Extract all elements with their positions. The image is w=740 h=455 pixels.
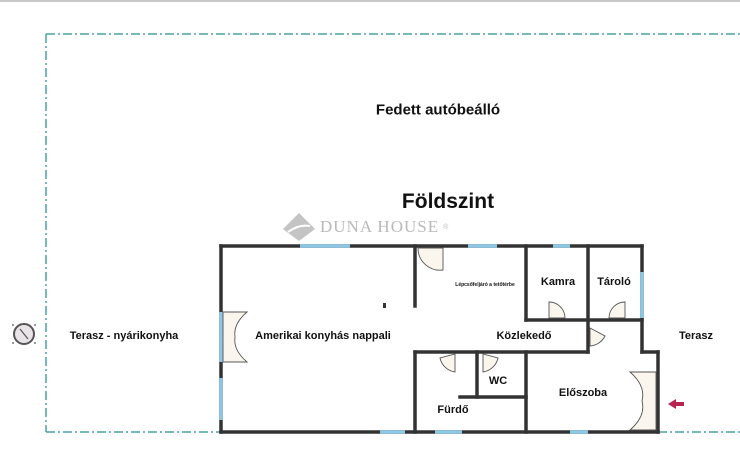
top-border	[0, 0, 740, 2]
label-terrace-left: Terasz - nyárikonyha	[69, 330, 179, 342]
label-living: Amerikai konyhás nappali	[255, 330, 391, 342]
label-stairs: Lépcsőfeljáró a tetőtérbe	[455, 282, 515, 288]
watermark: DUNA HOUSE ®	[282, 212, 448, 242]
label-storage: Tároló	[597, 276, 631, 288]
page-title: Földszint	[401, 190, 495, 213]
label-entrance-hall: Előszoba	[558, 387, 608, 399]
compass-icon	[12, 323, 36, 345]
entrance-arrow-icon	[668, 399, 684, 409]
label-pantry: Kamra	[540, 276, 576, 288]
label-bathroom: Fürdő	[437, 404, 469, 416]
doors	[222, 247, 657, 431]
label-terrace-right: Terasz	[678, 330, 714, 342]
watermark-text: DUNA HOUSE	[320, 217, 440, 236]
watermark-mark: ®	[443, 223, 449, 231]
label-carport: Fedett autóbeálló	[375, 101, 501, 119]
property-boundary	[45, 33, 740, 433]
windows	[219, 244, 644, 434]
label-wc: WC	[488, 375, 508, 387]
label-hallway: Közlekedő	[496, 330, 552, 342]
column	[383, 303, 386, 308]
duna-house-logo-icon	[283, 213, 315, 241]
